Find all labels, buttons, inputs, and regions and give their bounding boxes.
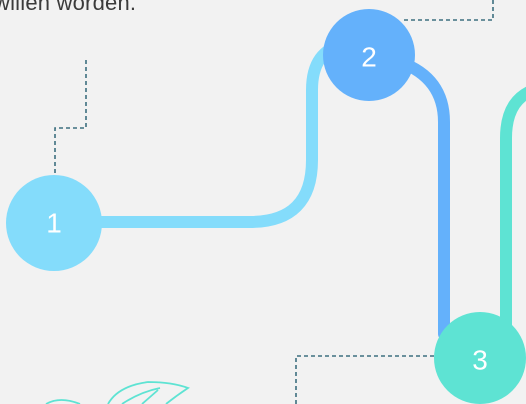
leaf-icon: [45, 381, 190, 404]
intro-text: willen worden.: [0, 0, 137, 15]
connector-step-3: [295, 355, 434, 404]
step-node-2: 2: [323, 9, 415, 101]
step-number: 3: [472, 345, 488, 376]
step-node-1: 1: [6, 175, 102, 271]
step-node-3: 3: [434, 312, 526, 404]
path-segment-1-2: [90, 38, 351, 228]
dashed-connectors: [54, 0, 494, 404]
path-segment-2-3: [394, 56, 450, 340]
connector-step-1: [54, 60, 87, 178]
path-segment-3-onward: [500, 86, 526, 336]
connector-step-2: [402, 0, 494, 21]
step-number: 1: [46, 208, 62, 239]
step-number: 2: [361, 42, 377, 73]
